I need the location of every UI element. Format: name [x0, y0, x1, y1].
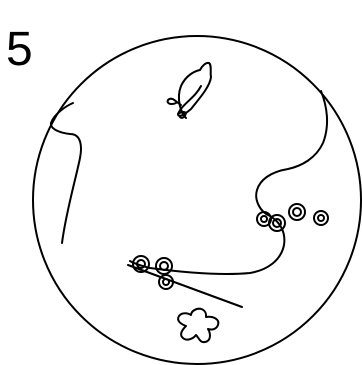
- right-tendril: [130, 91, 327, 274]
- ring-cluster-left: [133, 256, 173, 289]
- ring-hole: [293, 208, 301, 216]
- field-circle: [33, 36, 361, 364]
- left-filament: [51, 103, 81, 243]
- knotted-organism: [168, 63, 211, 118]
- ring-hole: [318, 215, 324, 221]
- ring: [159, 275, 173, 289]
- lobed-particle: [178, 309, 218, 342]
- ring: [269, 215, 285, 231]
- ring-hole: [163, 279, 169, 285]
- ring: [289, 204, 305, 220]
- ring: [314, 211, 328, 225]
- ring-cluster-right: [257, 204, 328, 231]
- ring: [156, 258, 172, 274]
- ring-hole: [261, 216, 267, 222]
